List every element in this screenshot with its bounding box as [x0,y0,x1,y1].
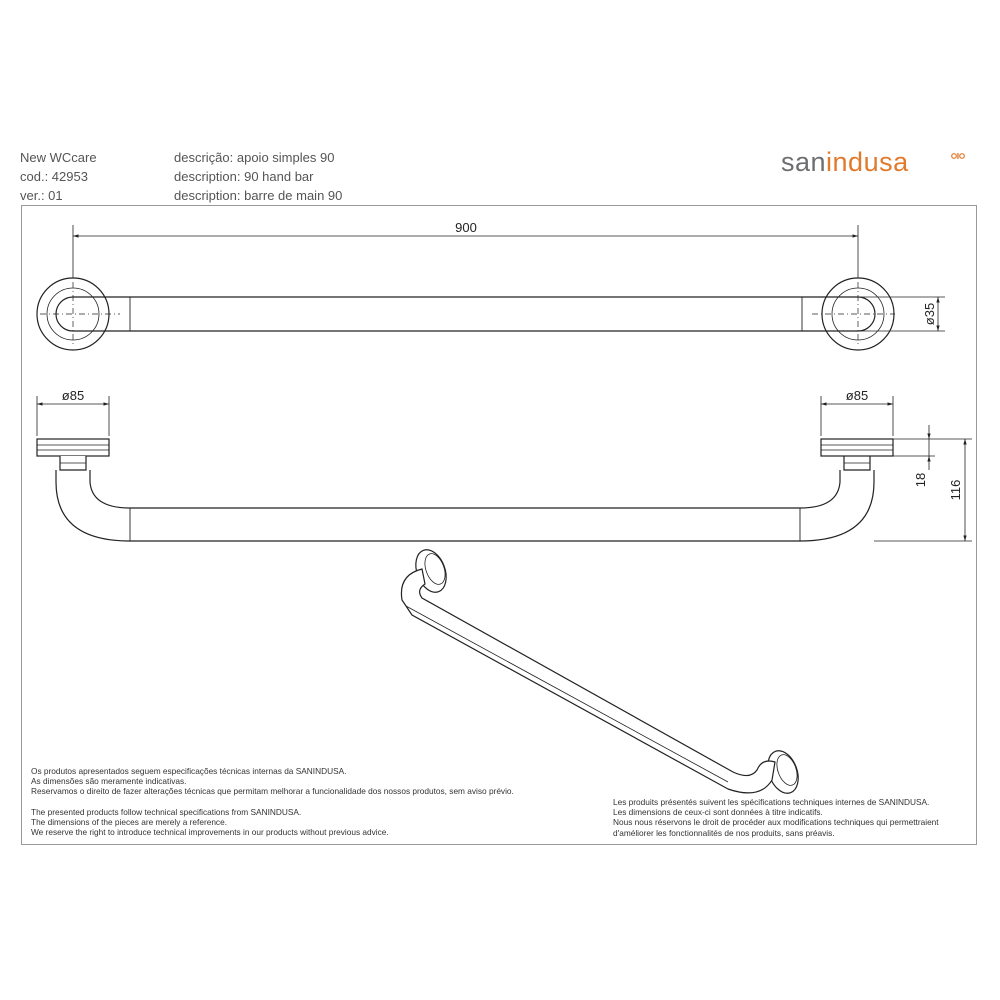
description-pt: descrição: apoio simples 90 [174,150,335,165]
description-en: description: 90 hand bar [174,169,314,184]
note-fr-3: Nous nous réservons le droit de procéder… [613,817,939,828]
dimension-projection [874,439,972,542]
dimension-flange-right [820,396,894,436]
front-view [36,438,894,542]
dimension-tube-diameter [858,296,945,332]
dimension-projection-label: 116 [948,480,963,501]
note-pt-3: Reservamos o direito de fazer alterações… [31,786,514,797]
perspective-view [400,549,799,794]
note-fr-4: d'améliorer les fonctionnalités de nos p… [613,827,835,838]
dimension-length-label: 900 [455,220,477,235]
note-pt-2: As dimensões são meramente indicativas. [31,776,187,787]
logo-part-indusa: indusa [826,147,909,177]
top-view [36,277,895,351]
note-fr-2: Les dimensions de ceux-ci sont données à… [613,807,823,818]
right-elbow-inner [799,470,841,509]
dimension-tube-diameter-label: ø35 [922,303,937,325]
dimension-flange-left-label: ø85 [62,388,84,403]
note-pt-1: Os produtos apresentados seguem especifi… [31,766,347,776]
left-flange-plate [36,438,110,457]
header-product-info: New WCcare cod.: 42953 ver.: 01 [20,148,97,205]
sanindusa-logo: sanindusa [781,147,909,178]
dimension-flange-depth [893,425,972,470]
product-line: New WCcare [20,150,97,165]
note-en-3: We reserve the right to introduce techni… [31,827,389,838]
logo-part-san: san [781,147,827,177]
disclaimer-left: Os produtos apresentados seguem especifi… [31,766,514,837]
header-descriptions: descrição: apoio simples 90 description:… [174,148,342,205]
left-elbow-inner [89,470,131,509]
perspective-bar [400,568,776,794]
disclaimer-right: Les produits présentés suivent les spéci… [613,797,939,838]
right-elbow-outer [799,470,875,542]
product-code: cod.: 42953 [20,169,88,184]
description-fr: description: barre de main 90 [174,188,343,203]
product-version: ver.: 01 [20,188,63,203]
note-en-2: The dimensions of the pieces are merely … [31,816,227,827]
note-fr-1: Les produits présentés suivent les spéci… [613,797,930,807]
left-elbow-outer [55,470,131,542]
logo-mark-icon [951,153,965,159]
dimension-flange-right-label: ø85 [846,388,868,403]
dimension-flange-depth-label: 18 [913,473,928,487]
dimension-length [72,225,859,278]
dimension-flange-left [36,396,110,436]
right-flange-plate [820,438,894,457]
drawing-frame [21,205,977,845]
note-en-1: The presented products follow technical … [31,806,302,817]
